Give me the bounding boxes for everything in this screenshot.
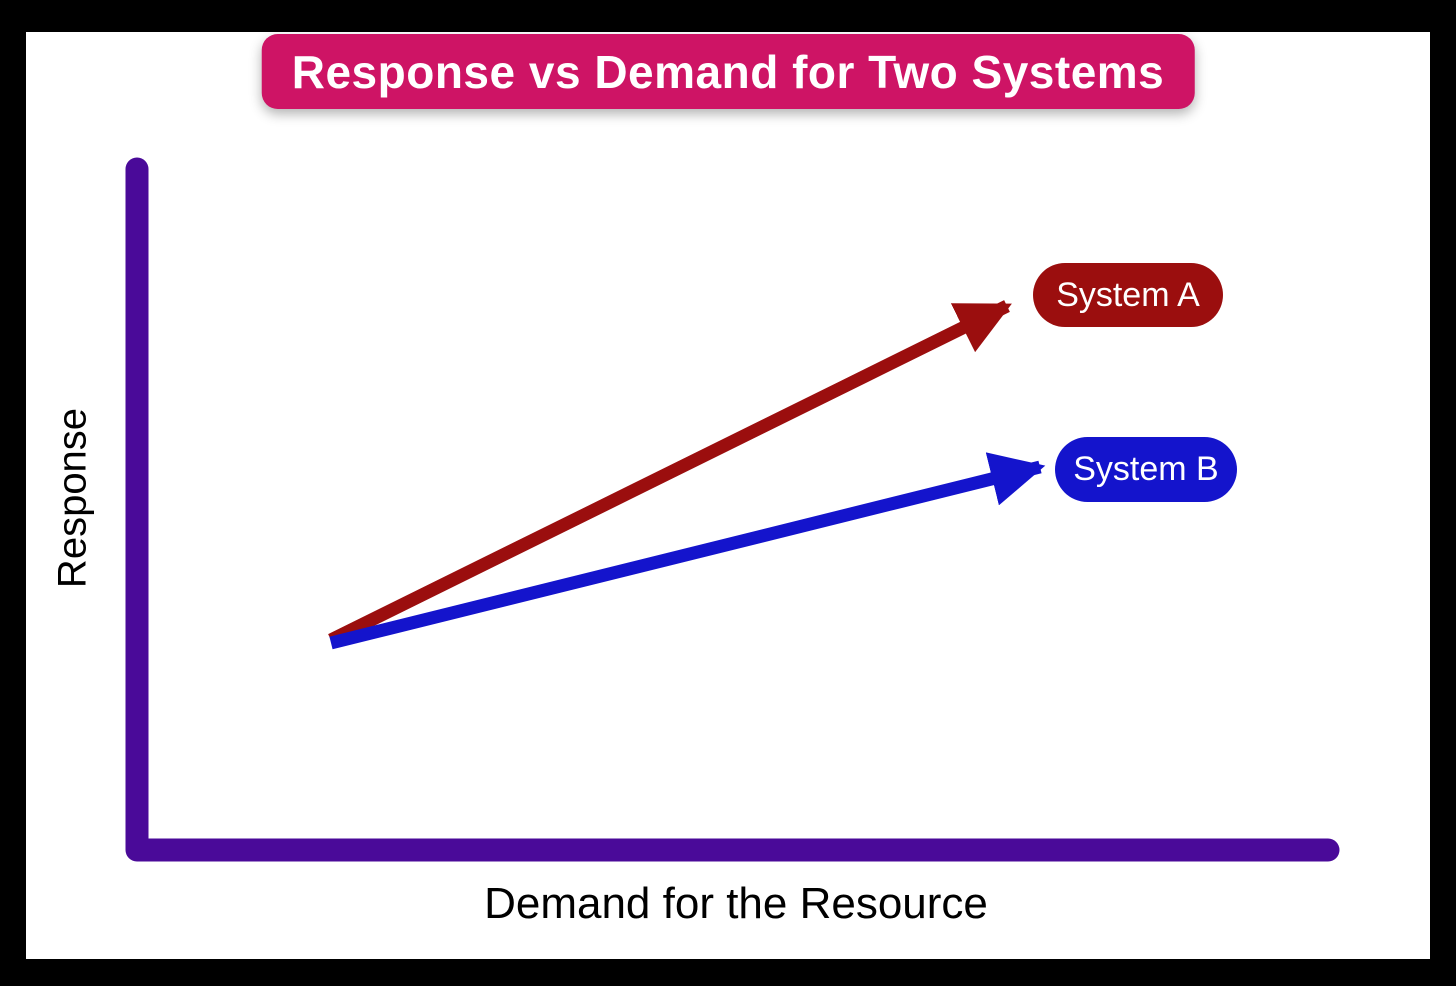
y-axis-label: Response xyxy=(50,407,95,589)
axes-lines xyxy=(125,157,1340,862)
system-b-label: System B xyxy=(1073,450,1219,488)
system-a-label: System A xyxy=(1056,275,1200,314)
chart-title-badge: Response vs Demand for Two Systems xyxy=(261,34,1195,109)
chart-title: Response vs Demand for Two Systems xyxy=(291,45,1165,98)
system-b-label-pill: System B xyxy=(1055,437,1237,502)
plot-area xyxy=(125,157,1340,862)
system-a-label-pill: System A xyxy=(1033,263,1223,327)
x-axis-label: Demand for the Resource xyxy=(484,879,988,928)
system-a-arrow xyxy=(328,300,1012,646)
chart-canvas: Response vs Demand for Two Systems Syste… xyxy=(26,32,1430,959)
system-b-arrow xyxy=(329,452,1046,650)
